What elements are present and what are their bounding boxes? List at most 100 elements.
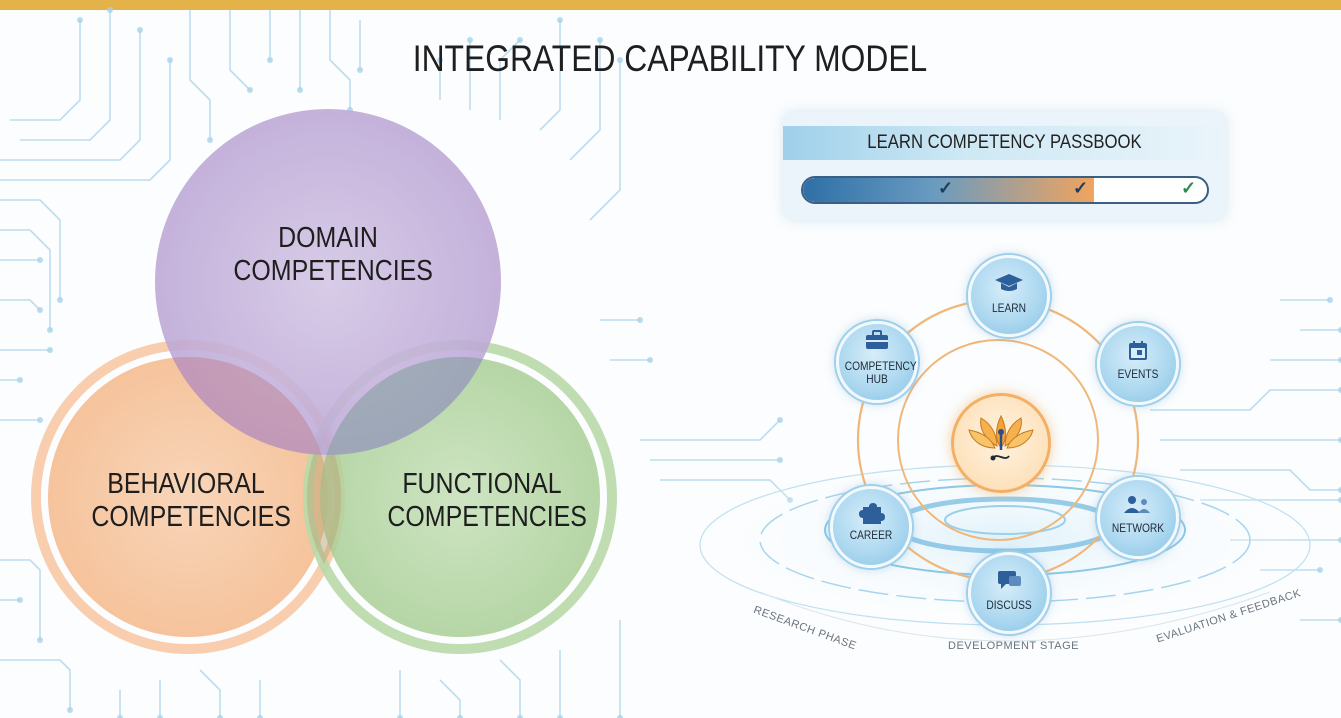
circuit-node <box>647 357 653 363</box>
stage-label-development: DEVELOPMENT STAGE <box>948 640 1079 652</box>
node-learn[interactable]: LEARN <box>968 255 1050 337</box>
circuit-node <box>217 715 223 718</box>
circuit-trace <box>0 199 61 300</box>
node-label: NETWORK <box>1111 521 1165 535</box>
circuit-node <box>157 715 163 718</box>
circuit-trace <box>539 20 561 131</box>
platform-ring-5 <box>944 505 1066 535</box>
circuit-node <box>37 307 43 313</box>
node-career[interactable]: CAREER <box>830 486 912 568</box>
passbook-progress-bar <box>801 176 1209 204</box>
node-label: COMPETENCY <box>844 359 917 373</box>
circuit-node <box>777 417 783 423</box>
circuit-node <box>1338 487 1341 493</box>
circuit-node <box>1338 617 1341 623</box>
circuit-trace <box>0 559 41 640</box>
circuit-trace <box>199 669 221 718</box>
circuit-trace <box>329 10 351 110</box>
circuit-node <box>777 457 783 463</box>
check-icon: ✓ <box>938 178 954 198</box>
circuit-trace <box>1180 469 1341 491</box>
circuit-node <box>517 37 523 43</box>
circuit-trace <box>0 299 41 311</box>
circuit-node <box>167 57 173 63</box>
lotus-logo-icon <box>968 414 1034 461</box>
circuit-node <box>1338 497 1341 503</box>
circuit-node <box>77 17 83 23</box>
circuit-node <box>17 377 23 383</box>
circuit-node <box>207 137 213 143</box>
circuit-trace <box>20 10 111 141</box>
circuit-node <box>437 57 443 63</box>
overlap-domain-functional <box>320 357 501 455</box>
circuit-node <box>617 57 623 63</box>
circuit-node <box>457 715 463 718</box>
node-network[interactable]: NETWORK <box>1097 477 1179 559</box>
circuit-trace <box>499 39 521 120</box>
circuit-node <box>37 637 43 643</box>
circuit-node <box>257 715 263 718</box>
circuit-trace <box>589 60 621 221</box>
circuit-node <box>357 67 363 73</box>
node-label: CAREER <box>849 528 893 542</box>
passbook-title: LEARN COMPETENCY PASSBOOK <box>867 132 1142 153</box>
circuit-trace <box>1150 389 1341 411</box>
circuit-trace <box>10 20 81 121</box>
orbit-ring-inner <box>897 339 1099 541</box>
circuit-node <box>297 87 303 93</box>
circuit-node <box>37 257 43 263</box>
circuit-trace <box>189 10 211 140</box>
circuit-node <box>1338 357 1341 363</box>
check-icon: ✓ <box>1181 178 1197 198</box>
circuit-node <box>557 17 563 23</box>
circuit-trace <box>0 229 51 330</box>
circuit-node <box>467 37 473 43</box>
circuit-node <box>1338 387 1341 393</box>
circuit-node <box>117 715 123 718</box>
circuit-node <box>1317 567 1323 573</box>
circuit-node <box>137 27 143 33</box>
node-label: DISCUSS <box>986 598 1032 612</box>
circuit-node <box>557 715 563 718</box>
circuit-trace <box>569 40 601 161</box>
circuit-trace <box>499 659 521 718</box>
circuit-node <box>37 417 43 423</box>
circuit-node <box>1327 297 1333 303</box>
puzzle-icon <box>859 503 885 524</box>
node-label: HUB <box>866 372 888 386</box>
node-discuss[interactable]: DISCUSS <box>968 552 1050 634</box>
circuit-node <box>637 317 643 323</box>
top-accent-bar <box>0 0 1341 10</box>
circuit-node <box>597 37 603 43</box>
circuit-node <box>517 715 523 718</box>
center-logo-node <box>951 393 1051 493</box>
page-title: INTEGRATED CAPABILITY MODEL <box>412 38 928 79</box>
circuit-node <box>57 297 63 303</box>
node-label: EVENTS <box>1117 367 1159 381</box>
circuit-node <box>1338 537 1341 543</box>
circuit-trace <box>640 419 781 441</box>
domain-label: DOMAIN COMPETENCIES <box>233 222 433 287</box>
circuit-node <box>107 7 113 13</box>
circuit-trace <box>439 679 461 718</box>
passbook-card: LEARN COMPETENCY PASSBOOK ✓ ✓ ✓ <box>783 112 1226 220</box>
node-label: LEARN <box>991 301 1026 315</box>
circuit-node <box>17 597 23 603</box>
functional-label: FUNCTIONAL COMPETENCIES <box>387 468 587 533</box>
graduation-cap-icon <box>995 274 1023 291</box>
behavioral-label: BEHAVIORAL COMPETENCIES <box>91 468 291 533</box>
node-competency-hub[interactable]: COMPETENCY HUB <box>836 321 918 403</box>
circuit-node <box>47 347 53 353</box>
circuit-node <box>47 327 53 333</box>
overlap-behavioral-functional <box>306 430 342 564</box>
circuit-node <box>67 707 73 713</box>
circuit-trace <box>0 659 71 710</box>
people-icon <box>1124 496 1150 513</box>
circuit-node <box>397 715 403 718</box>
node-events[interactable]: EVENTS <box>1097 323 1179 405</box>
passbook-title-bar <box>783 126 1226 160</box>
circuit-trace <box>229 10 251 91</box>
circuit-node <box>267 57 273 63</box>
